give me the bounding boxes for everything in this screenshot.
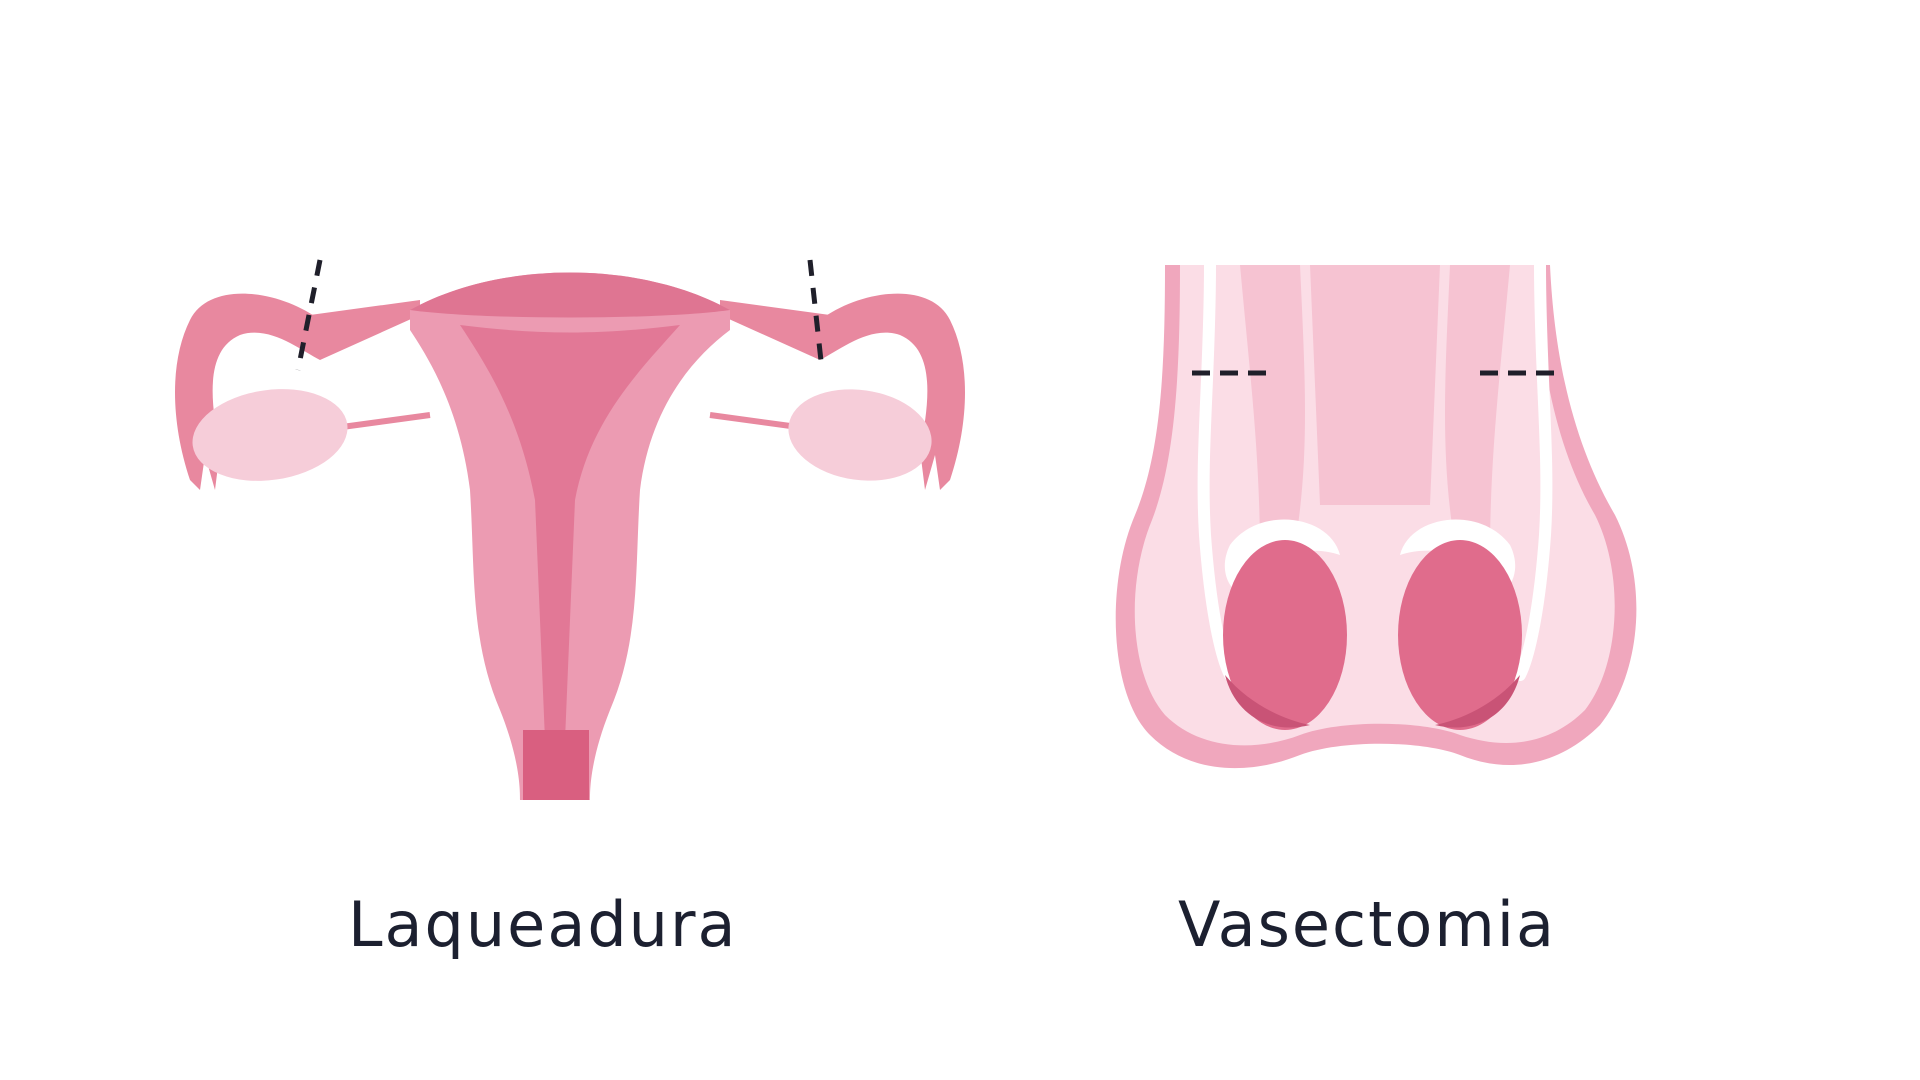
- uterus-fundus: [410, 272, 730, 318]
- right-ovary: [788, 389, 932, 481]
- left-testis-shadow: [1225, 675, 1310, 728]
- penis-shaft: [1310, 265, 1440, 505]
- left-ovary: [192, 389, 348, 481]
- left-cut-mark: [295, 259, 323, 371]
- right-vas-deferens: [1514, 259, 1553, 681]
- right-testis: [1398, 540, 1522, 730]
- right-epididymis: [1400, 519, 1516, 595]
- right-cut-mark: [807, 259, 825, 371]
- caption-laqueadura: Laqueadura: [348, 888, 738, 961]
- right-spermatic-cord: [1445, 265, 1510, 555]
- left-spermatic-cord: [1240, 265, 1305, 555]
- right-tube-connector: [720, 300, 830, 360]
- left-epididymis: [1224, 519, 1340, 595]
- cervix: [523, 730, 589, 800]
- right-testis-shadow: [1435, 675, 1520, 728]
- left-vas-deferens: [1197, 259, 1236, 681]
- uterus-tubal-ligation-illustration: [175, 259, 965, 800]
- scrotum-vasectomy-illustration: [1115, 259, 1637, 769]
- caption-vasectomia: Vasectomia: [1178, 888, 1556, 961]
- left-testis: [1223, 540, 1347, 730]
- uterine-cavity: [460, 325, 680, 740]
- left-tube-connector: [310, 300, 420, 360]
